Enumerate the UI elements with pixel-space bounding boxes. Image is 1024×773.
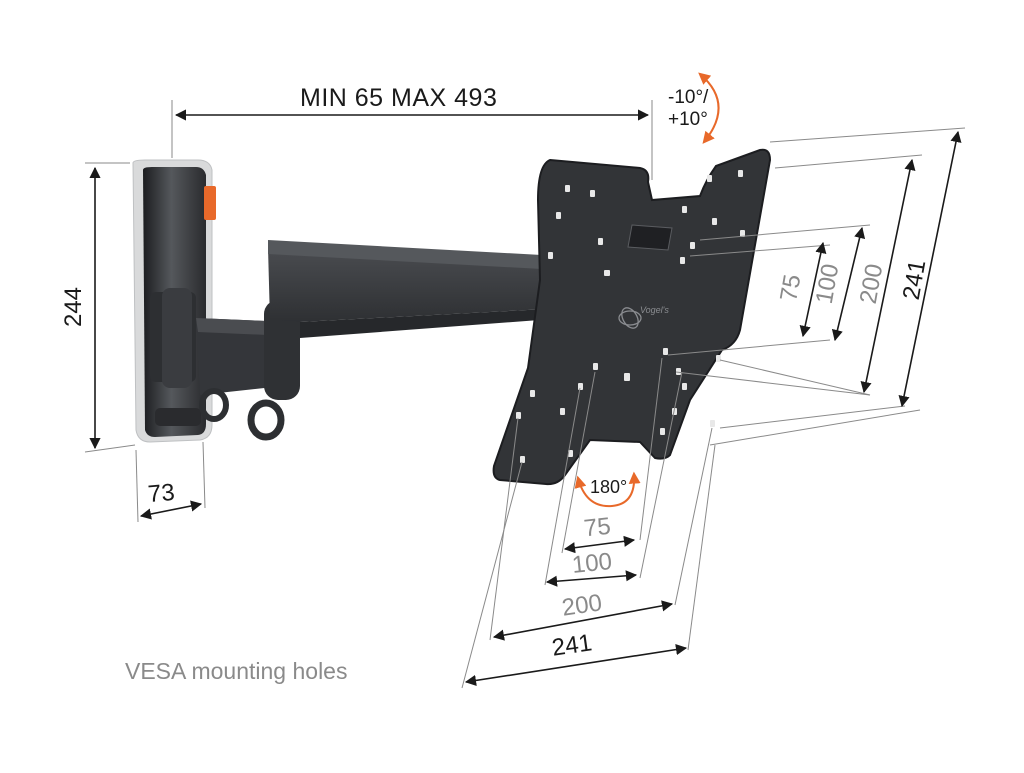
tilt-down-label: +10° bbox=[668, 109, 708, 130]
vesa-plate: Vogel's bbox=[492, 148, 772, 486]
release-latch-icon bbox=[204, 186, 216, 220]
vesa-horizontal-100: 100 bbox=[570, 547, 614, 580]
rotation-arrow-icon bbox=[574, 471, 641, 508]
arm-extension-label: MIN 65 MAX 493 bbox=[300, 84, 498, 112]
tilt-arrow-icon bbox=[698, 72, 720, 144]
wall-depth-label: 73 bbox=[146, 478, 176, 509]
wall-height-label: 244 bbox=[60, 286, 88, 328]
vesa-horizontal-75: 75 bbox=[582, 512, 612, 543]
arm-extension-dimension bbox=[171, 100, 653, 180]
wall-depth-dimension bbox=[135, 441, 206, 523]
vesa-horizontal-200: 200 bbox=[560, 589, 604, 622]
wall-height-dimension bbox=[84, 162, 136, 453]
swivel-arm bbox=[150, 240, 566, 441]
vesa-vertical-75: 75 bbox=[775, 272, 807, 304]
vesa-holes bbox=[516, 170, 745, 463]
vesa-vertical-dimensions bbox=[667, 127, 966, 446]
rotation-label: 180° bbox=[590, 477, 628, 497]
brand-logo-icon: Vogel's bbox=[618, 305, 669, 329]
vesa-horizontal-dimensions bbox=[461, 357, 716, 689]
svg-text:Vogel's: Vogel's bbox=[640, 305, 669, 315]
vesa-horizontal-241: 241 bbox=[550, 629, 594, 662]
vesa-caption: VESA mounting holes bbox=[125, 658, 348, 684]
tilt-up-label: -10°/ bbox=[668, 87, 709, 108]
